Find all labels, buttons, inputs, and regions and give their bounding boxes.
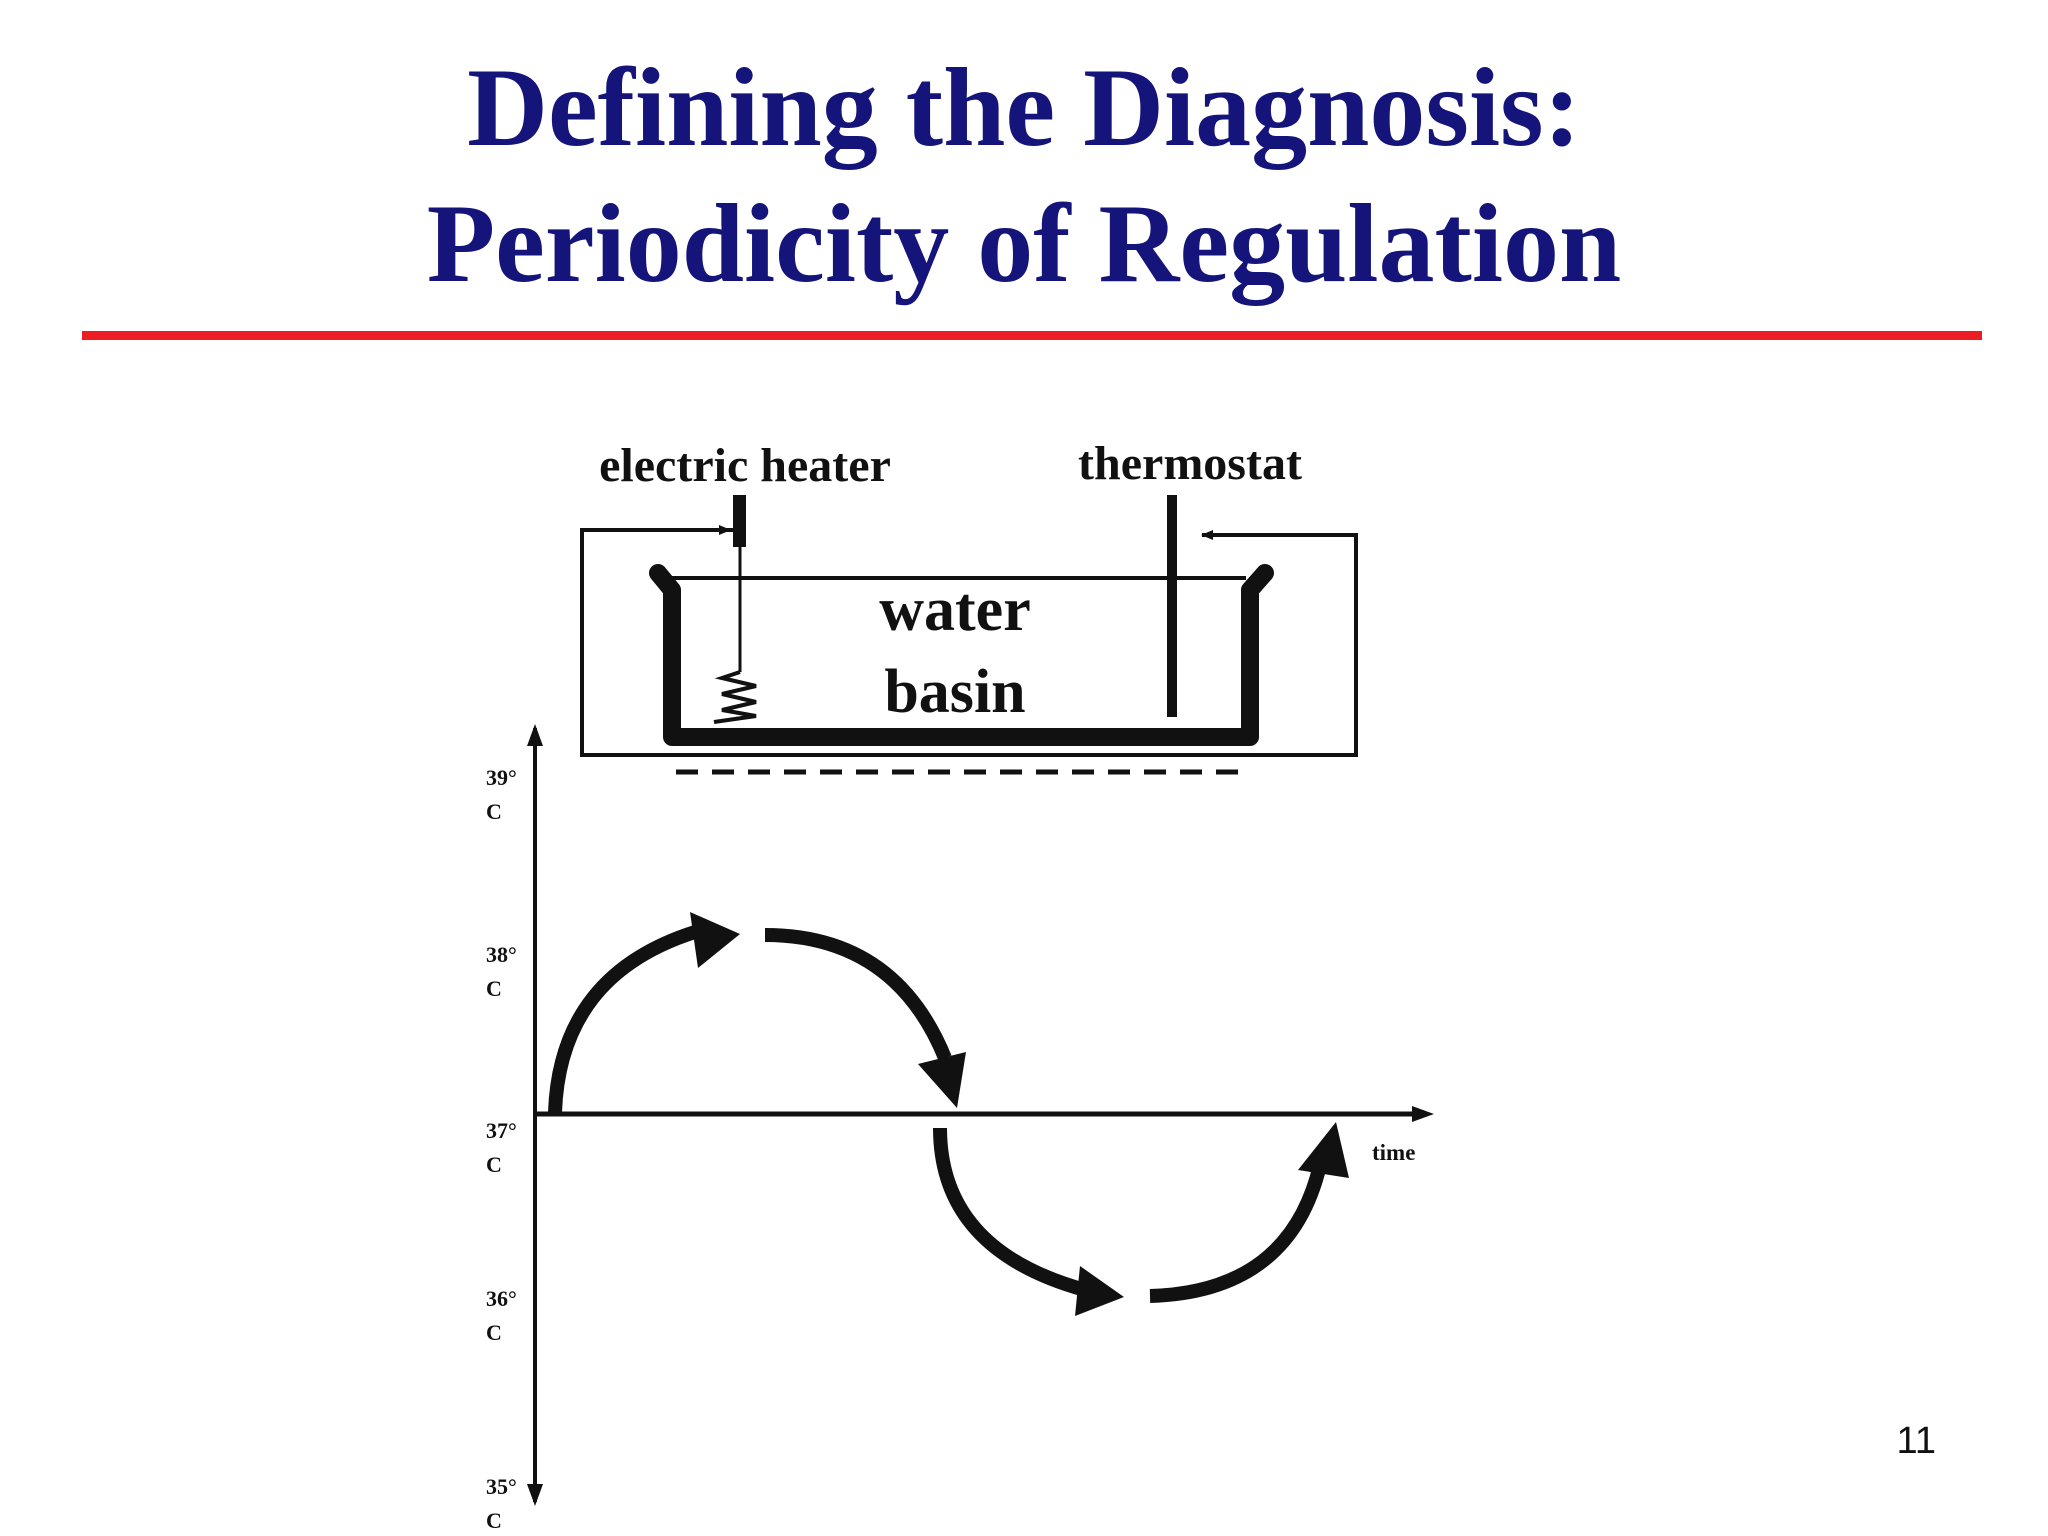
svg-text:C: C	[486, 976, 502, 1001]
thermostat-probe	[1167, 495, 1177, 717]
basin-label-line1: water	[879, 576, 1030, 644]
y-axis-arrow-bottom	[527, 1484, 543, 1506]
y-tick-36: 36° C	[486, 1286, 517, 1345]
rising-arrow-1	[548, 925, 698, 1113]
heater-label: electric heater	[599, 439, 891, 492]
rising-arrow-1-head	[690, 912, 740, 968]
rising-arrow-2	[1149, 1163, 1327, 1303]
y-tick-35: 35° C	[486, 1474, 517, 1533]
svg-text:35°: 35°	[486, 1474, 517, 1499]
thermostat-label: thermostat	[1078, 437, 1302, 490]
page-number: 11	[1896, 1420, 1936, 1462]
falling-arrow-1	[764, 928, 952, 1061]
svg-text:39°: 39°	[486, 765, 517, 790]
y-tick-38: 38° C	[486, 942, 517, 1001]
x-axis-label: time	[1372, 1140, 1415, 1165]
falling-arrow-2	[933, 1127, 1087, 1297]
control-circuit-frame	[580, 528, 1358, 757]
svg-text:C: C	[486, 1152, 502, 1177]
svg-text:C: C	[486, 1320, 502, 1345]
title-line-1: Defining the Diagnosis:	[467, 46, 1581, 170]
y-tick-37: 37° C	[486, 1118, 517, 1177]
y-axis-arrow-top	[527, 724, 543, 746]
svg-text:36°: 36°	[486, 1286, 517, 1311]
y-tick-39: 39° C	[486, 765, 517, 824]
svg-text:C: C	[486, 799, 502, 824]
title-divider	[82, 331, 1982, 340]
svg-text:37°: 37°	[486, 1118, 517, 1143]
basin-label-line2: basin	[884, 658, 1025, 726]
water-basin-walls	[649, 564, 1274, 746]
falling-arrow-2-head	[1075, 1266, 1124, 1316]
heater-plug	[733, 495, 746, 547]
title-line-2: Periodicity of Regulation	[426, 182, 1622, 306]
svg-text:C: C	[486, 1508, 502, 1533]
heater-coil	[713, 670, 757, 724]
falling-arrow-1-head	[918, 1052, 966, 1108]
slide-title: Defining the Diagnosis: Periodicity of R…	[0, 40, 2048, 312]
x-axis-arrow	[1412, 1106, 1434, 1122]
svg-text:38°: 38°	[486, 942, 517, 967]
rising-arrow-2-head	[1298, 1122, 1349, 1178]
